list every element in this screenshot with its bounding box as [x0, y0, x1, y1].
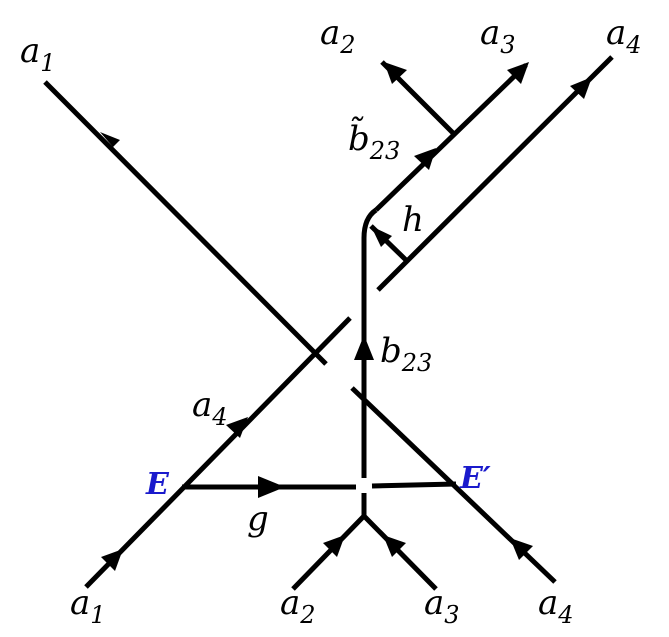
vertex-label-e: E	[145, 467, 170, 502]
arrow-a1-up	[100, 132, 120, 147]
arrow-a3-up	[507, 62, 529, 84]
arrow-g	[258, 476, 285, 498]
line-a3-incoming	[362, 514, 438, 591]
arrow-a3-bottom	[383, 535, 406, 557]
label-a1-top: a1	[20, 31, 56, 77]
label-a4-mid: a4	[192, 385, 228, 431]
vertex-label-e-prime: E′	[459, 461, 491, 496]
label-a4-top: a4	[606, 13, 642, 59]
label-a2-bottom: a2	[280, 583, 316, 629]
arrow-h	[371, 226, 392, 247]
arrow-b23	[354, 335, 374, 360]
line-a2-incoming	[291, 514, 366, 591]
arrow-a4-bottom	[510, 538, 533, 560]
line-g	[182, 481, 457, 490]
line-a1-diagonal	[43, 80, 557, 584]
label-a2-top: a2	[320, 13, 356, 59]
arrow-a2-up	[384, 62, 407, 84]
arrow-a4-up	[570, 77, 592, 99]
label-b23: b23	[380, 331, 432, 377]
line-b23-tilde	[374, 63, 528, 212]
label-a4-bottom: a4	[538, 583, 574, 629]
label-a3-bottom: a3	[424, 583, 460, 629]
line-b23-vertical	[361, 207, 378, 516]
arrow-a2-bottom	[323, 535, 345, 557]
arrow-a1-bottom	[101, 549, 123, 571]
label-a1-bottom: a1	[70, 583, 106, 629]
label-a3-top: a3	[480, 13, 516, 59]
label-g: g	[247, 499, 269, 539]
label-h: h	[402, 200, 424, 240]
label-b23-tilde: b̃23	[348, 116, 400, 165]
line-a4-diagonal	[84, 55, 614, 589]
arrow-a4-mid	[226, 417, 248, 438]
arrow-b23-tilde	[414, 148, 436, 170]
